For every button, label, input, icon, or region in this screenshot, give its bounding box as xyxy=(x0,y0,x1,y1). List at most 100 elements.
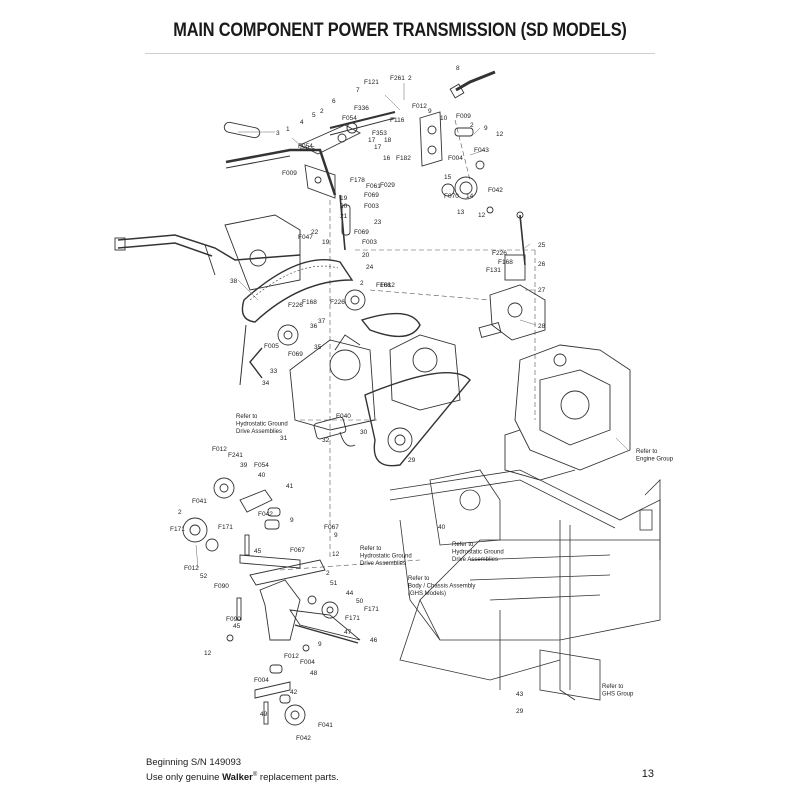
callout-label: F054 xyxy=(298,143,313,150)
hydrostatic-unit-group xyxy=(289,334,461,447)
callout-label: 36 xyxy=(310,323,318,330)
callout-label: F171 xyxy=(345,615,360,622)
callout-label: F047 xyxy=(298,234,313,241)
callout-label: 41 xyxy=(286,483,294,490)
page-title: MAIN COMPONENT POWER TRANSMISSION (SD MO… xyxy=(173,20,627,41)
callout-label: F168 xyxy=(302,299,317,306)
footer-serial: Beginning S/N 149093 xyxy=(146,757,242,768)
callout-label: 29 xyxy=(516,708,524,715)
callout-label: F182 xyxy=(396,155,411,162)
callout-label: 28 xyxy=(538,323,546,330)
callout-label: 2 xyxy=(470,122,474,129)
callout-label: 45 xyxy=(254,548,262,555)
callout-label: 6 xyxy=(332,98,336,105)
callout-label: F241 xyxy=(228,452,243,459)
callout-label: 47 xyxy=(344,629,352,636)
callout-label: 9 xyxy=(318,641,322,648)
callout-label: F003 xyxy=(364,203,379,210)
callout-label: 44 xyxy=(346,590,354,597)
callout-label: F004 xyxy=(254,677,269,684)
footer-notes: Beginning S/N 149093 Use only genuine Wa… xyxy=(146,757,339,784)
callout-label: 24 xyxy=(366,264,374,271)
callout-label: 27 xyxy=(538,287,546,294)
callout-label: 12 xyxy=(332,551,340,558)
callout-label: F003 xyxy=(362,239,377,246)
callout-label: 1 xyxy=(286,126,290,133)
callout-label: F067 xyxy=(324,524,339,531)
idler-assembly-group xyxy=(182,477,361,726)
callout-label: 2 xyxy=(326,570,330,577)
callout-label: 5 xyxy=(312,112,316,119)
callout-label: 13 xyxy=(457,209,465,216)
callout-label: F168 xyxy=(498,259,513,266)
leader-lines xyxy=(195,83,629,569)
callout-label: F042 xyxy=(296,735,311,742)
callout-label: 43 xyxy=(516,691,524,698)
callout-label: 10 xyxy=(440,115,448,122)
callout-label: 52 xyxy=(200,573,208,580)
callout-label: F131 xyxy=(486,267,501,274)
callout-label: 2 xyxy=(360,280,364,287)
callout-label: 48 xyxy=(310,670,318,677)
callout-label: F171 xyxy=(218,524,233,531)
callout-label: F012 xyxy=(284,653,299,660)
callout-label: F040 xyxy=(336,413,351,420)
callout-label: F042 xyxy=(258,511,273,518)
callout-label: 42 xyxy=(290,689,298,696)
control-handle-group xyxy=(114,214,301,291)
callout-label: 26 xyxy=(538,261,546,268)
callout-label: F226 xyxy=(330,299,345,306)
brand-name: Walker xyxy=(222,772,253,784)
callout-label: 12 xyxy=(496,131,504,138)
callout-label: 33 xyxy=(270,368,278,375)
callout-label: 40 xyxy=(438,524,446,531)
chassis-frame-group xyxy=(389,469,661,701)
callout-label: F041 xyxy=(192,498,207,505)
callout-label: F226 xyxy=(288,302,303,309)
callout-label: 23 xyxy=(374,219,382,226)
callout-label: F070 xyxy=(444,193,459,200)
callout-label: 9 xyxy=(334,532,338,539)
title-divider xyxy=(145,53,655,54)
callout-label: 8 xyxy=(456,65,460,72)
callout-label: F042 xyxy=(488,187,503,194)
callout-label: 50 xyxy=(356,598,364,605)
callout-label: 22 xyxy=(311,229,319,236)
engine-group xyxy=(504,344,631,481)
gearbox-group xyxy=(478,211,546,341)
callout-label: F054 xyxy=(342,115,357,122)
callout-label: F012 xyxy=(212,446,227,453)
callout-label: 46 xyxy=(370,637,378,644)
callout-label: F029 xyxy=(380,182,395,189)
callout-label: 12 xyxy=(204,650,212,657)
callout-label: F005 xyxy=(264,343,279,350)
callout-label: 19 xyxy=(340,195,348,202)
callout-label: 39 xyxy=(240,462,248,469)
callout-label: 17 xyxy=(374,144,382,151)
callout-label: F069 xyxy=(354,229,369,236)
callout-label: F069 xyxy=(288,351,303,358)
callout-label: F061 xyxy=(366,183,381,190)
callout-label: 32 xyxy=(322,437,330,444)
callout-label: 14 xyxy=(466,193,474,200)
callout-label: F004 xyxy=(448,155,463,162)
callout-label: 35 xyxy=(314,344,322,351)
callout-label: F116 xyxy=(390,117,405,124)
callout-label: 29 xyxy=(408,457,416,464)
callout-label: F043 xyxy=(474,147,489,154)
callout-label: 18 xyxy=(384,137,392,144)
callout-label: 12 xyxy=(478,212,486,219)
callout-label: 40 xyxy=(258,472,266,479)
callout-label: 15 xyxy=(444,174,452,181)
callout-label: 16 xyxy=(383,155,391,162)
callout-label: F090 xyxy=(214,583,229,590)
